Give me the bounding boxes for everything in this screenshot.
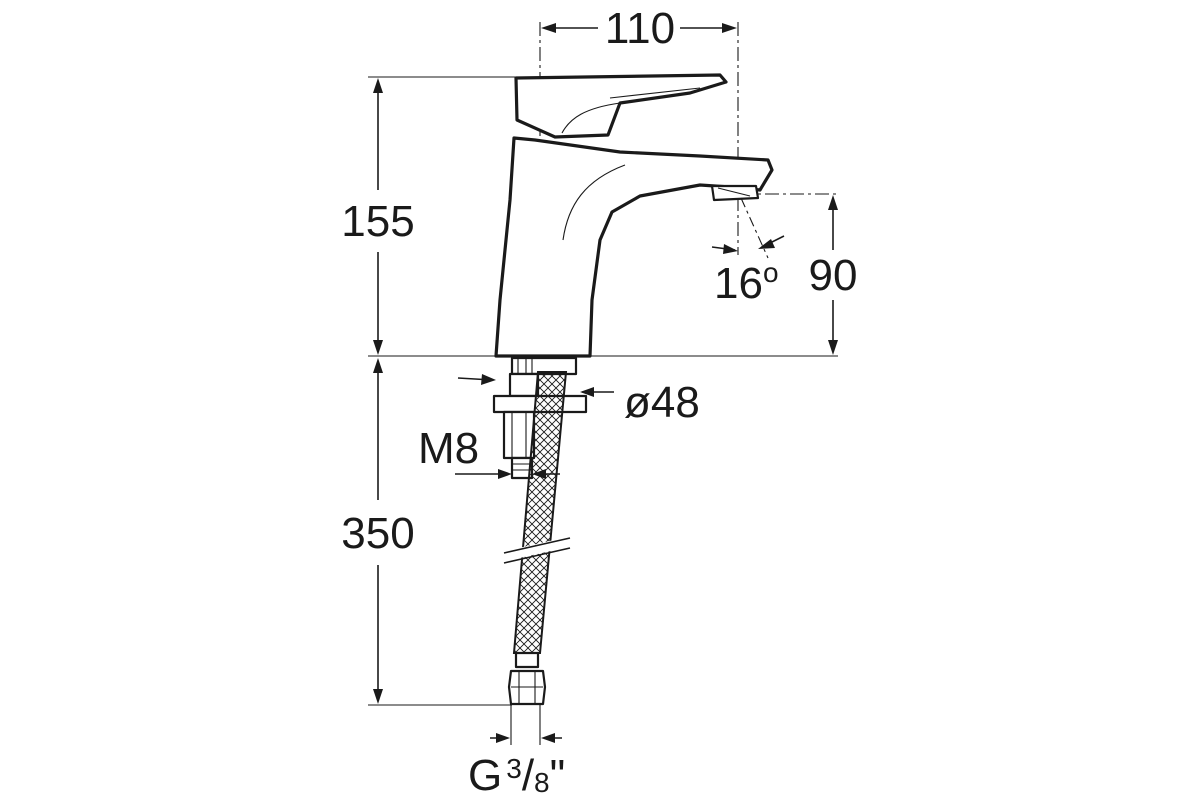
fixing-nut	[502, 410, 536, 460]
spout-axis-tilted	[740, 197, 769, 259]
m8-arrow-left	[498, 469, 512, 479]
arrow-right	[722, 23, 737, 33]
dim-label-m8: M8	[418, 424, 479, 473]
connector-arrow-right	[541, 733, 555, 743]
lever-handle	[514, 73, 728, 139]
arrow-90-bottom	[828, 340, 838, 355]
dim-label-48: ø48	[624, 378, 700, 427]
arrow-155-top	[373, 78, 383, 93]
dim-label-350: 350	[341, 509, 414, 558]
hose-break-line-upper	[503, 537, 571, 554]
connector-arrow-left	[496, 733, 510, 743]
dim-label-155: 155	[341, 197, 414, 246]
stud-upper	[508, 372, 540, 398]
hose-ferrule	[514, 651, 540, 669]
dim-48-arrow-left	[481, 374, 496, 385]
dimension-height-90: 90	[740, 193, 858, 355]
dim-48-arrow-right	[580, 387, 594, 397]
braided-hose	[503, 371, 571, 706]
angle-label: 16o	[714, 257, 779, 308]
arrow-90-top	[828, 195, 838, 210]
body-contour-line	[562, 164, 626, 241]
dimension-height-155: 155	[341, 76, 838, 357]
dimension-width-110: 110	[539, 4, 739, 360]
arrow-155-bottom	[373, 340, 383, 355]
angle-16-degrees: 16o	[711, 197, 785, 308]
hose-break-line-lower	[503, 547, 571, 564]
dim-label-110: 110	[605, 4, 675, 53]
aerator-detail	[717, 187, 751, 197]
dim-label-90: 90	[809, 251, 858, 300]
angle-arrow-left	[723, 244, 738, 254]
angle-arrow-right	[758, 239, 775, 249]
hose-break-gap	[504, 537, 570, 561]
dimension-thread-m8: M8	[418, 424, 560, 479]
arrow-350-top	[373, 358, 383, 373]
faucet-body	[494, 73, 774, 358]
lever-edge-line	[609, 87, 701, 99]
m8-arrow-right	[532, 469, 546, 479]
dimension-diameter-48: ø48	[457, 374, 700, 427]
lever-contour-line	[561, 102, 621, 134]
dimension-length-350: 350	[341, 358, 512, 706]
arrow-350-bottom	[373, 689, 383, 704]
arrow-left	[541, 23, 556, 33]
faucet-main-body	[494, 136, 774, 358]
